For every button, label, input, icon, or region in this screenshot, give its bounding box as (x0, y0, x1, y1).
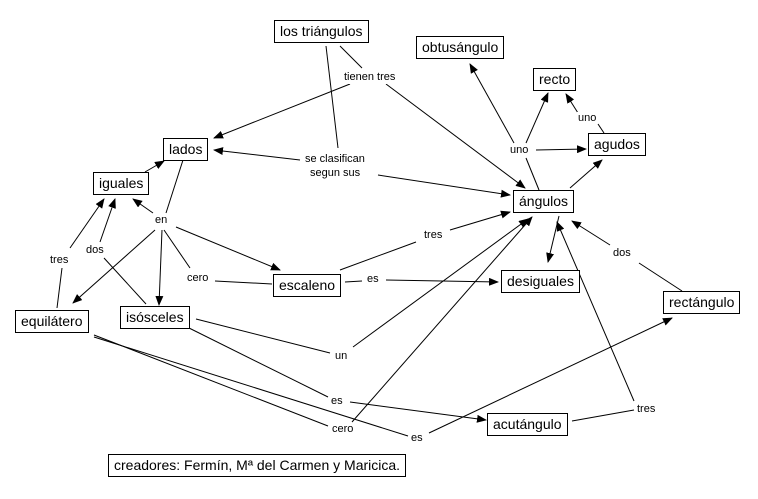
edge (103, 257, 147, 305)
node-rectangulo[interactable]: rectángulo (663, 291, 741, 314)
node-creadores: creadores: Fermín, Mª del Carmen y Maric… (108, 454, 407, 477)
edge (339, 45, 363, 69)
edge (349, 401, 487, 423)
node-obtusangulo[interactable]: obtusángulo (416, 36, 505, 59)
edge (556, 221, 635, 402)
edge (535, 145, 587, 154)
node-acutangulo[interactable]: acutángulo (487, 413, 568, 436)
link-cero-escaleno: cero (186, 272, 210, 285)
edge (385, 83, 526, 189)
edge (571, 220, 611, 246)
edge (469, 63, 515, 144)
edge (569, 159, 603, 189)
edge (339, 241, 417, 271)
edge (428, 317, 673, 434)
edge (56, 267, 63, 309)
link-tres-equilatero: tres (49, 254, 70, 267)
edge (213, 147, 301, 161)
link-dos-isosceles: dos (85, 244, 105, 257)
edge (525, 92, 549, 144)
edge (155, 229, 164, 306)
node-los-triangulos[interactable]: los triángulos (274, 20, 369, 43)
edge (93, 334, 329, 427)
link-es-escaleno: es (366, 273, 380, 286)
edge (325, 45, 339, 149)
edge (184, 325, 329, 398)
link-uno: uno (509, 144, 530, 157)
edge (351, 216, 533, 423)
node-recto[interactable]: recto (533, 68, 577, 91)
node-equilatero[interactable]: equilátero (15, 310, 89, 333)
edge (69, 198, 105, 249)
edge (163, 229, 191, 269)
edge (352, 218, 529, 348)
edge (638, 262, 683, 292)
edge (597, 123, 605, 134)
edge (195, 318, 331, 354)
edge (72, 229, 156, 304)
edge (213, 83, 351, 139)
link-tres-acutangulo: tres (636, 403, 657, 416)
edge (175, 226, 281, 271)
link-es-equilatero: es (410, 432, 424, 445)
node-agudos[interactable]: agudos (588, 133, 646, 156)
edge (344, 280, 363, 283)
edge (93, 336, 409, 437)
link-en: en (154, 214, 169, 227)
link-se-clasifican: se clasifican (304, 153, 366, 166)
link-un-isosceles: un (334, 350, 349, 363)
link-tienen-tres: tienen tres (343, 71, 397, 84)
edge (99, 198, 116, 243)
edge (449, 210, 511, 231)
node-lados[interactable]: lados (163, 138, 209, 161)
edge (214, 280, 273, 285)
link-cero-equilatero: cero (331, 423, 355, 436)
edge (144, 160, 165, 173)
link-uno-agudos: uno (577, 112, 598, 125)
node-angulos[interactable]: ángulos (513, 190, 575, 213)
edge (571, 409, 635, 422)
node-isosceles[interactable]: isósceles (120, 306, 190, 329)
edge (377, 174, 511, 198)
node-escaleno[interactable]: escaleno (273, 274, 342, 297)
edge (525, 157, 540, 191)
edge (165, 159, 184, 214)
node-iguales[interactable]: iguales (93, 172, 150, 195)
edge (385, 277, 499, 286)
edge (132, 198, 154, 214)
link-dos-rectangulo: dos (612, 247, 632, 260)
node-desiguales[interactable]: desiguales (501, 270, 580, 293)
link-segun-sus: segun sus (309, 167, 362, 180)
edge (565, 93, 579, 114)
link-es-isosceles: es (330, 395, 344, 408)
link-tres-escaleno: tres (423, 229, 444, 242)
